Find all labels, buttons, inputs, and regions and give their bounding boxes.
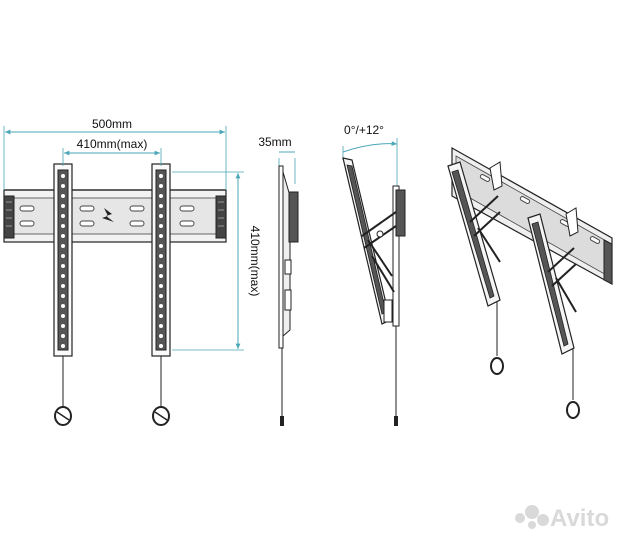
perspective-view — [447, 146, 613, 419]
rail-spacing-dimension: 410mm(max) — [62, 137, 162, 166]
side-view: 35mm — [258, 135, 299, 426]
overall-width-label: 500mm — [92, 117, 132, 131]
right-vertical-rail — [151, 163, 171, 426]
rail-spacing-label: 410mm(max) — [77, 137, 148, 151]
tilt-arc — [342, 141, 398, 153]
wall-plate — [3, 189, 227, 243]
depth-label: 35mm — [258, 135, 291, 149]
watermark-text: Avito — [550, 505, 609, 532]
avito-watermark: Avito — [515, 505, 609, 532]
tilt-label: 0°/+12° — [344, 123, 384, 137]
vertical-spacing-dimension: 410mm(max) — [172, 171, 262, 351]
left-vertical-rail — [53, 163, 73, 426]
tilt-view: 0°/+12° — [342, 123, 406, 426]
overall-width-dimension: 500mm — [3, 117, 227, 190]
vertical-spacing-label: 410mm(max) — [248, 226, 262, 297]
avito-logo-icon — [515, 505, 549, 529]
front-view: 500mm 410mm(max) 410mm(max) — [3, 117, 262, 426]
